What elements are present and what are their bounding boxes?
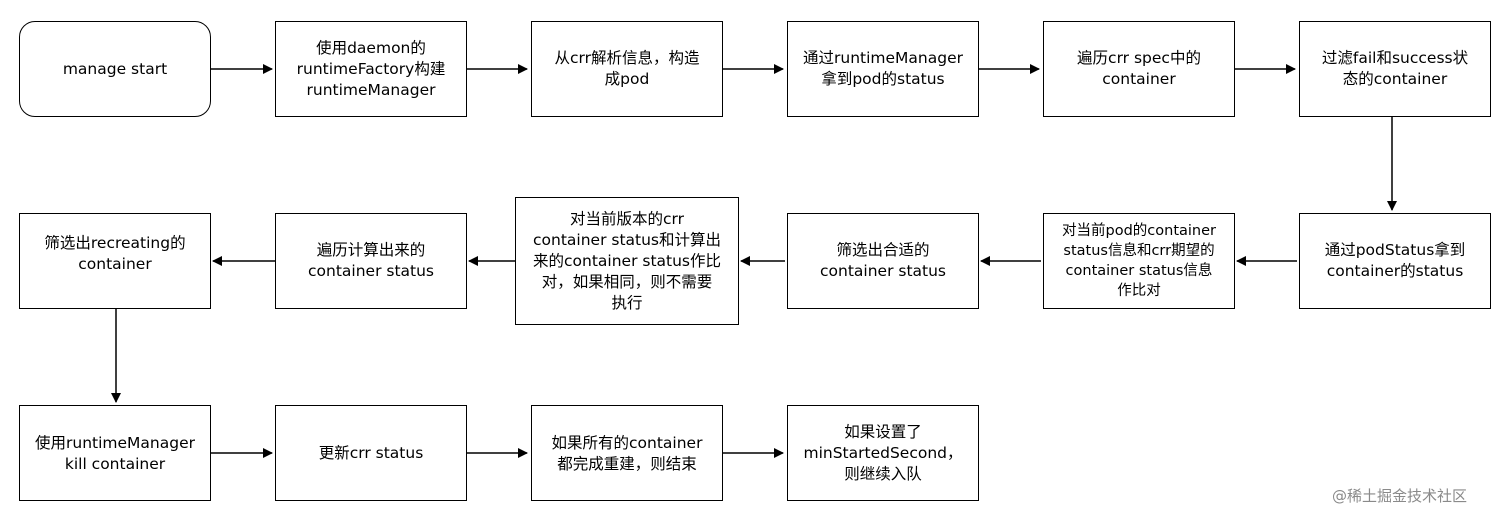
node-update-crr-status: 更新crr status (275, 405, 467, 501)
node-label: 使用runtimeManager kill container (35, 434, 195, 473)
node-label: 通过runtimeManager 拿到pod的status (803, 49, 963, 88)
node-manage-start: manage start (19, 21, 211, 117)
node-label: 对当前pod的container status信息和crr期望的 contain… (1062, 223, 1216, 299)
node-label: 筛选出recreating的 container (44, 234, 186, 273)
node-kill-container: 使用runtimeManager kill container (19, 405, 211, 501)
node-compare-version-status: 对当前版本的crr container status和计算出 来的contain… (515, 197, 739, 325)
node-filter-fail-success: 过滤fail和success状 态的container (1299, 21, 1491, 117)
node-filter-suitable-status: 筛选出合适的 container status (787, 213, 979, 309)
node-filter-recreating: 筛选出recreating的 container (19, 213, 211, 309)
watermark-text: @稀土掘金技术社区 (1332, 487, 1468, 505)
node-label: 使用daemon的 runtimeFactory构建 runtimeManage… (296, 38, 446, 99)
node-iterate-spec-containers: 遍历crr spec中的 container (1043, 21, 1235, 117)
node-label: 从crr解析信息，构造 成pod (554, 49, 700, 88)
node-iterate-computed-status: 遍历计算出来的 container status (275, 213, 467, 309)
node-label: manage start (62, 59, 168, 78)
node-get-pod-status: 通过runtimeManager 拿到pod的status (787, 21, 979, 117)
node-label: 过滤fail和success状 态的container (1321, 49, 1469, 88)
node-label: 遍历crr spec中的 container (1077, 49, 1201, 88)
node-label: 如果所有的container 都完成重建，则结束 (551, 434, 703, 473)
node-all-rebuilt-finish: 如果所有的container 都完成重建，则结束 (531, 405, 723, 501)
node-label: 对当前版本的crr container status和计算出 来的contain… (533, 209, 721, 312)
node-label: 通过podStatus拿到 container的status (1324, 241, 1466, 280)
node-compare-pod-crr-status: 对当前pod的container status信息和crr期望的 contain… (1043, 213, 1235, 309)
node-get-container-status: 通过podStatus拿到 container的status (1299, 213, 1491, 309)
node-build-runtime-manager: 使用daemon的 runtimeFactory构建 runtimeManage… (275, 21, 467, 117)
node-label: 更新crr status (318, 444, 424, 462)
node-label: 筛选出合适的 container status (820, 241, 946, 280)
node-label: 如果设置了 minStartedSecond， 则继续入队 (803, 422, 963, 483)
node-requeue-if-min-started: 如果设置了 minStartedSecond， 则继续入队 (787, 405, 979, 501)
node-parse-crr: 从crr解析信息，构造 成pod (531, 21, 723, 117)
node-label: 遍历计算出来的 container status (308, 241, 434, 280)
